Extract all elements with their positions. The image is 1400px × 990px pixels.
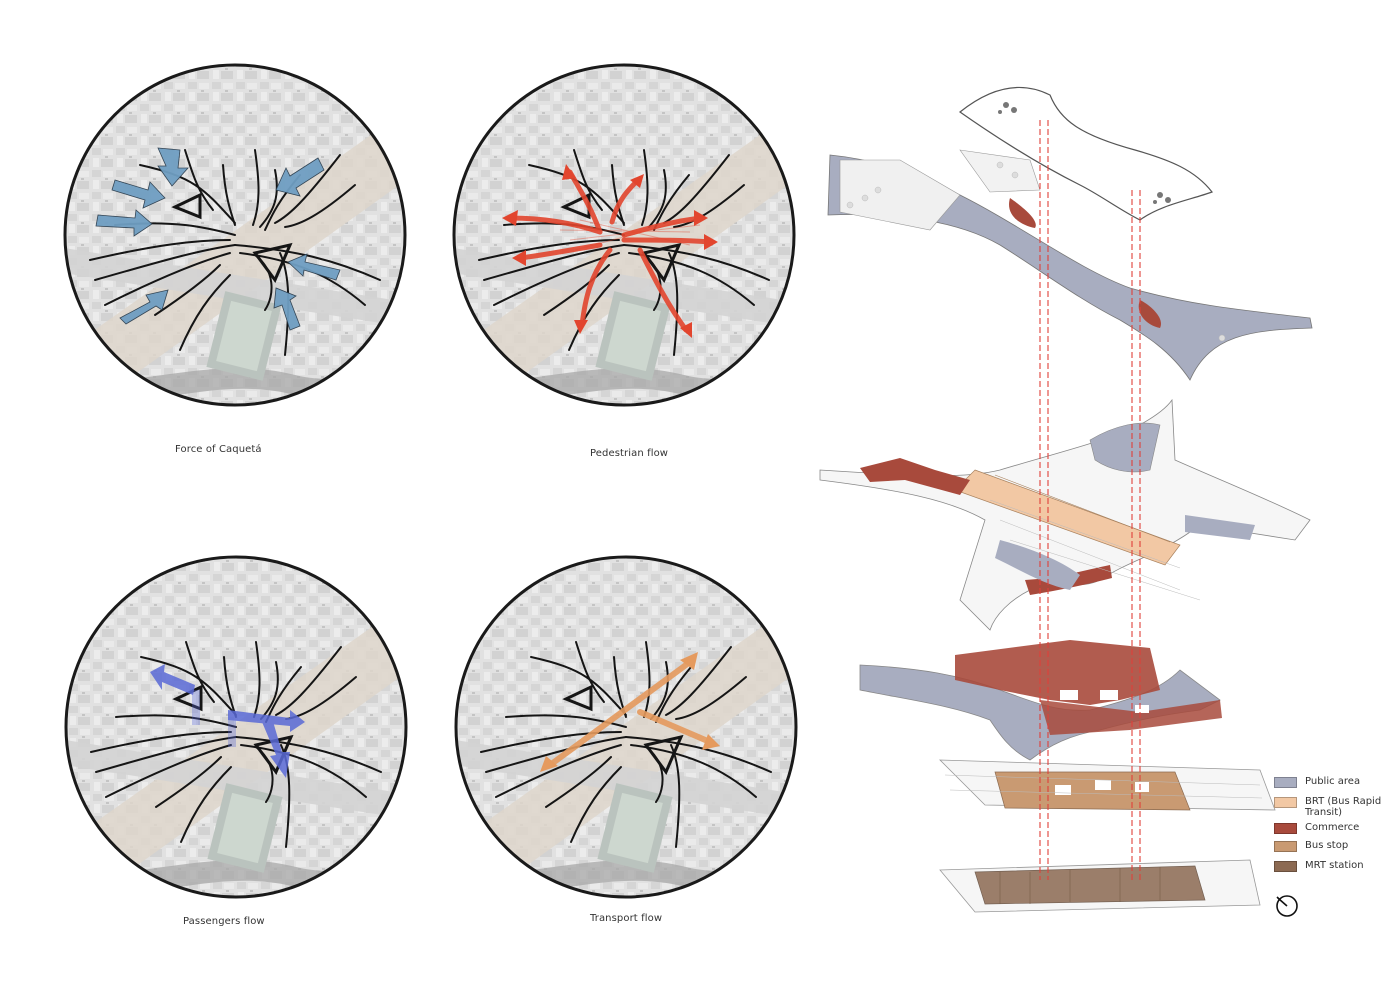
force-arrow-ne bbox=[275, 157, 325, 197]
caption-pedestrian-flow: Pedestrian flow bbox=[590, 448, 669, 459]
ped-arrow-w bbox=[502, 210, 518, 226]
force-arrow-nw bbox=[111, 179, 166, 209]
panel-transport-flow bbox=[454, 555, 798, 899]
caption-passengers-flow: Passengers flow bbox=[183, 916, 265, 927]
ped-arrow-se bbox=[680, 322, 692, 338]
canopy-layer bbox=[958, 86, 1213, 221]
ped-arrow-s bbox=[574, 320, 588, 334]
alignment-lines bbox=[1039, 120, 1141, 880]
bus-stop-layer bbox=[939, 759, 1276, 811]
street-layer bbox=[819, 398, 1311, 631]
transport-arrow-ne bbox=[680, 652, 698, 670]
mrt-station-layer bbox=[939, 859, 1261, 913]
legend-swatch bbox=[1274, 777, 1297, 788]
legend-swatch bbox=[1274, 823, 1297, 834]
ped-arrow-ne bbox=[694, 210, 708, 226]
plaza-layer bbox=[827, 149, 1313, 381]
legend-label: BRT (Bus Rapid Transit) bbox=[1305, 796, 1382, 818]
force-arrow-w bbox=[95, 209, 153, 237]
legend-swatch bbox=[1274, 841, 1297, 852]
legend-item-mrt-station: MRT station bbox=[1274, 860, 1397, 872]
ped-arrow-n bbox=[630, 174, 644, 188]
caption-transport-flow: Transport flow bbox=[590, 913, 663, 924]
force-arrow-s bbox=[273, 287, 301, 331]
legend-swatch bbox=[1274, 797, 1297, 808]
force-arrow-sw bbox=[119, 289, 169, 325]
legend-item-bus-stop: Bus stop bbox=[1274, 840, 1397, 852]
passenger-arrow-s bbox=[262, 718, 290, 778]
legend-label: Commerce bbox=[1305, 822, 1360, 833]
panel-force-of-caqueta bbox=[63, 63, 407, 407]
axonometric-exploded-view bbox=[819, 86, 1313, 913]
panel-pedestrian-flow bbox=[452, 63, 796, 407]
ped-arrow-sw bbox=[512, 250, 526, 266]
panel-passengers-flow bbox=[64, 555, 408, 899]
force-arrow-n bbox=[157, 147, 189, 187]
north-compass-icon bbox=[1274, 893, 1300, 924]
caption-force-of-caqueta: Force of Caquetá bbox=[175, 444, 262, 455]
ped-arrow-e bbox=[704, 234, 718, 250]
legend-item-public-area: Public area bbox=[1274, 776, 1397, 788]
passenger-arrow-nw bbox=[150, 664, 195, 695]
transport-arrow-sw bbox=[540, 756, 558, 772]
legend-label: Public area bbox=[1305, 776, 1361, 787]
commerce-layer bbox=[859, 640, 1222, 761]
legend-label: Bus stop bbox=[1305, 840, 1349, 851]
legend-label: MRT station bbox=[1305, 860, 1364, 871]
legend-swatch bbox=[1274, 861, 1297, 872]
transport-arrow-e bbox=[702, 734, 720, 750]
legend-item-commerce: Commerce bbox=[1274, 822, 1397, 834]
force-arrow-e bbox=[287, 253, 341, 281]
ped-arrow-nw bbox=[562, 164, 576, 180]
legend-item-brt: BRT (Bus Rapid Transit) bbox=[1274, 796, 1397, 818]
